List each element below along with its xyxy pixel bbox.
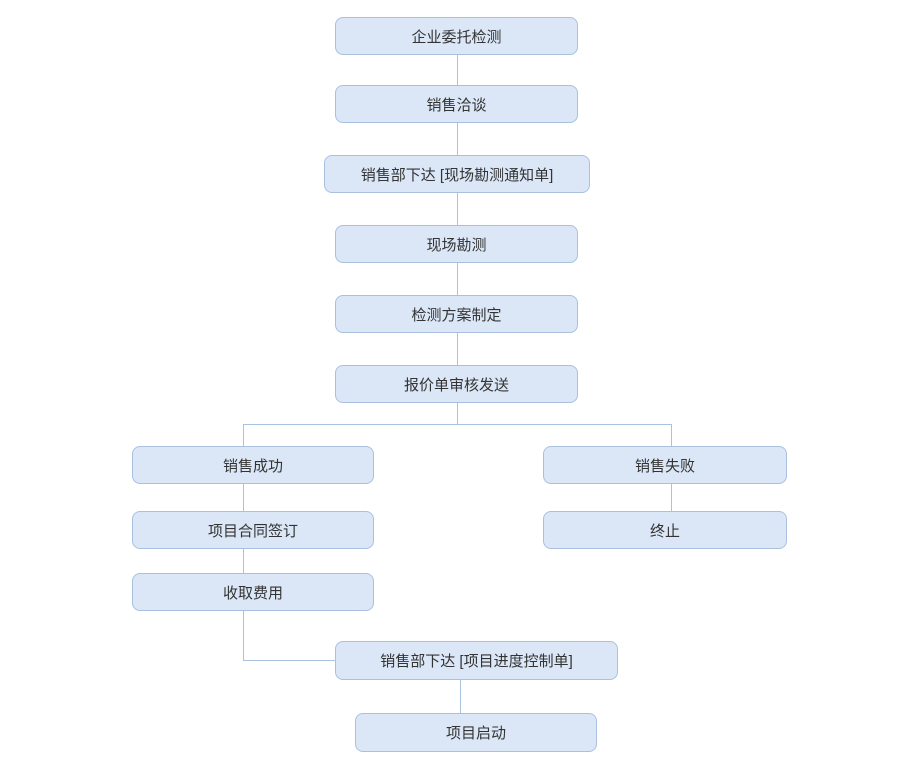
connector-contract-fee — [243, 549, 244, 573]
connector-fee-elbow-vertical — [243, 611, 244, 661]
connector-quote-branch-stem — [457, 403, 458, 424]
connector-plan-quote — [457, 333, 458, 365]
connector-survey-notice-site-survey — [457, 193, 458, 225]
node-failure: 销售失败 — [543, 446, 787, 484]
connector-site-survey-plan — [457, 263, 458, 295]
connector-branch-horizontal — [243, 424, 672, 425]
node-success: 销售成功 — [132, 446, 374, 484]
node-plan: 检测方案制定 — [335, 295, 578, 333]
connector-branch-drop-success — [243, 424, 244, 446]
connector-fee-elbow-horizontal — [243, 660, 335, 661]
node-fee: 收取费用 — [132, 573, 374, 611]
node-negotiation: 销售洽谈 — [335, 85, 578, 123]
connector-progress-control-launch — [460, 680, 461, 713]
node-site-survey: 现场勘测 — [335, 225, 578, 263]
connector-success-contract — [243, 484, 244, 511]
connector-failure-terminate — [671, 484, 672, 511]
node-entrust: 企业委托检测 — [335, 17, 578, 55]
connector-entrust-negotiation — [457, 55, 458, 85]
connector-negotiation-survey-notice — [457, 123, 458, 155]
connector-branch-drop-failure — [671, 424, 672, 446]
node-progress-control: 销售部下达 [项目进度控制单] — [335, 641, 618, 680]
node-survey-notice: 销售部下达 [现场勘测通知单] — [324, 155, 590, 193]
node-quote: 报价单审核发送 — [335, 365, 578, 403]
node-contract: 项目合同签订 — [132, 511, 374, 549]
node-terminate: 终止 — [543, 511, 787, 549]
node-launch: 项目启动 — [355, 713, 597, 752]
